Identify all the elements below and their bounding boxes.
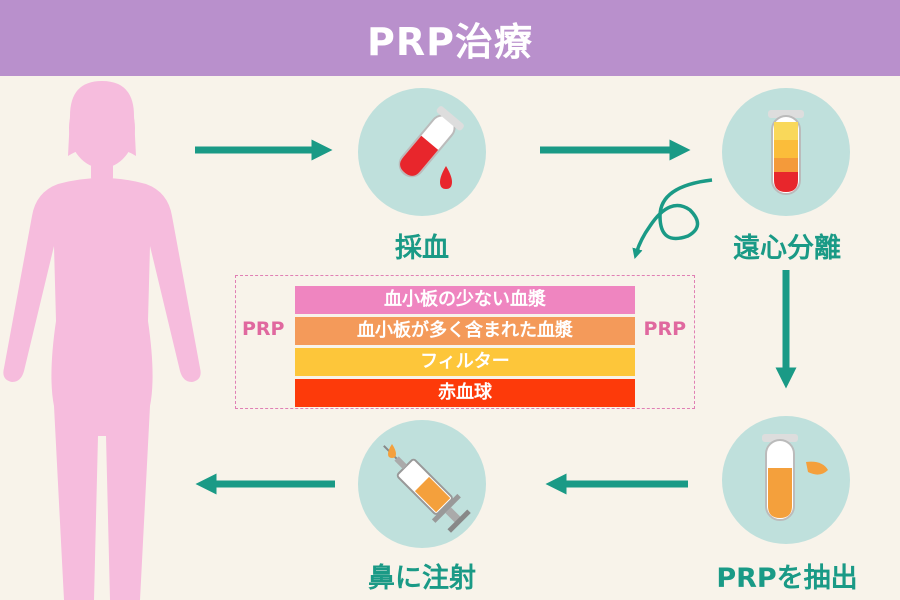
prp-label-right: PRP — [643, 318, 686, 340]
curved-arrow-to-layers — [632, 178, 713, 260]
separation-layers-box: PRP 血小板の少ない血漿 血小板が多く含まれた血漿 フィルター 赤血球 PRP — [235, 275, 695, 409]
header-bar: PRP治療 — [0, 0, 900, 76]
step-blood-draw-circle — [358, 88, 486, 216]
blood-tube-icon — [398, 106, 464, 189]
syringe-icon — [383, 444, 471, 533]
human-silhouette-icon — [3, 81, 201, 600]
step-prp-extract-circle — [722, 416, 850, 544]
layer-platelet-rich-plasma: 血小板が多く含まれた血漿 — [295, 317, 635, 345]
layer-filter: フィルター — [295, 348, 635, 376]
prp-tube-icon — [762, 434, 828, 521]
step-centrifuge-circle — [722, 88, 850, 216]
layer-platelet-poor-plasma: 血小板の少ない血漿 — [295, 286, 635, 314]
step-prp-extract-label: PRPを抽出 — [716, 563, 858, 594]
step-injection-circle — [358, 420, 486, 548]
page-title: PRP治療 — [367, 19, 533, 64]
layer-stack: 血小板の少ない血漿 血小板が多く含まれた血漿 フィルター 赤血球 — [295, 286, 635, 407]
step-blood-draw-label: 採血 — [395, 233, 449, 264]
step-centrifuge-label: 遠心分離 — [733, 233, 841, 264]
prp-label-left: PRP — [242, 318, 285, 340]
step-injection-label: 鼻に注射 — [368, 563, 476, 594]
layer-red-blood-cells: 赤血球 — [295, 379, 635, 407]
separated-tube-icon — [768, 110, 804, 195]
